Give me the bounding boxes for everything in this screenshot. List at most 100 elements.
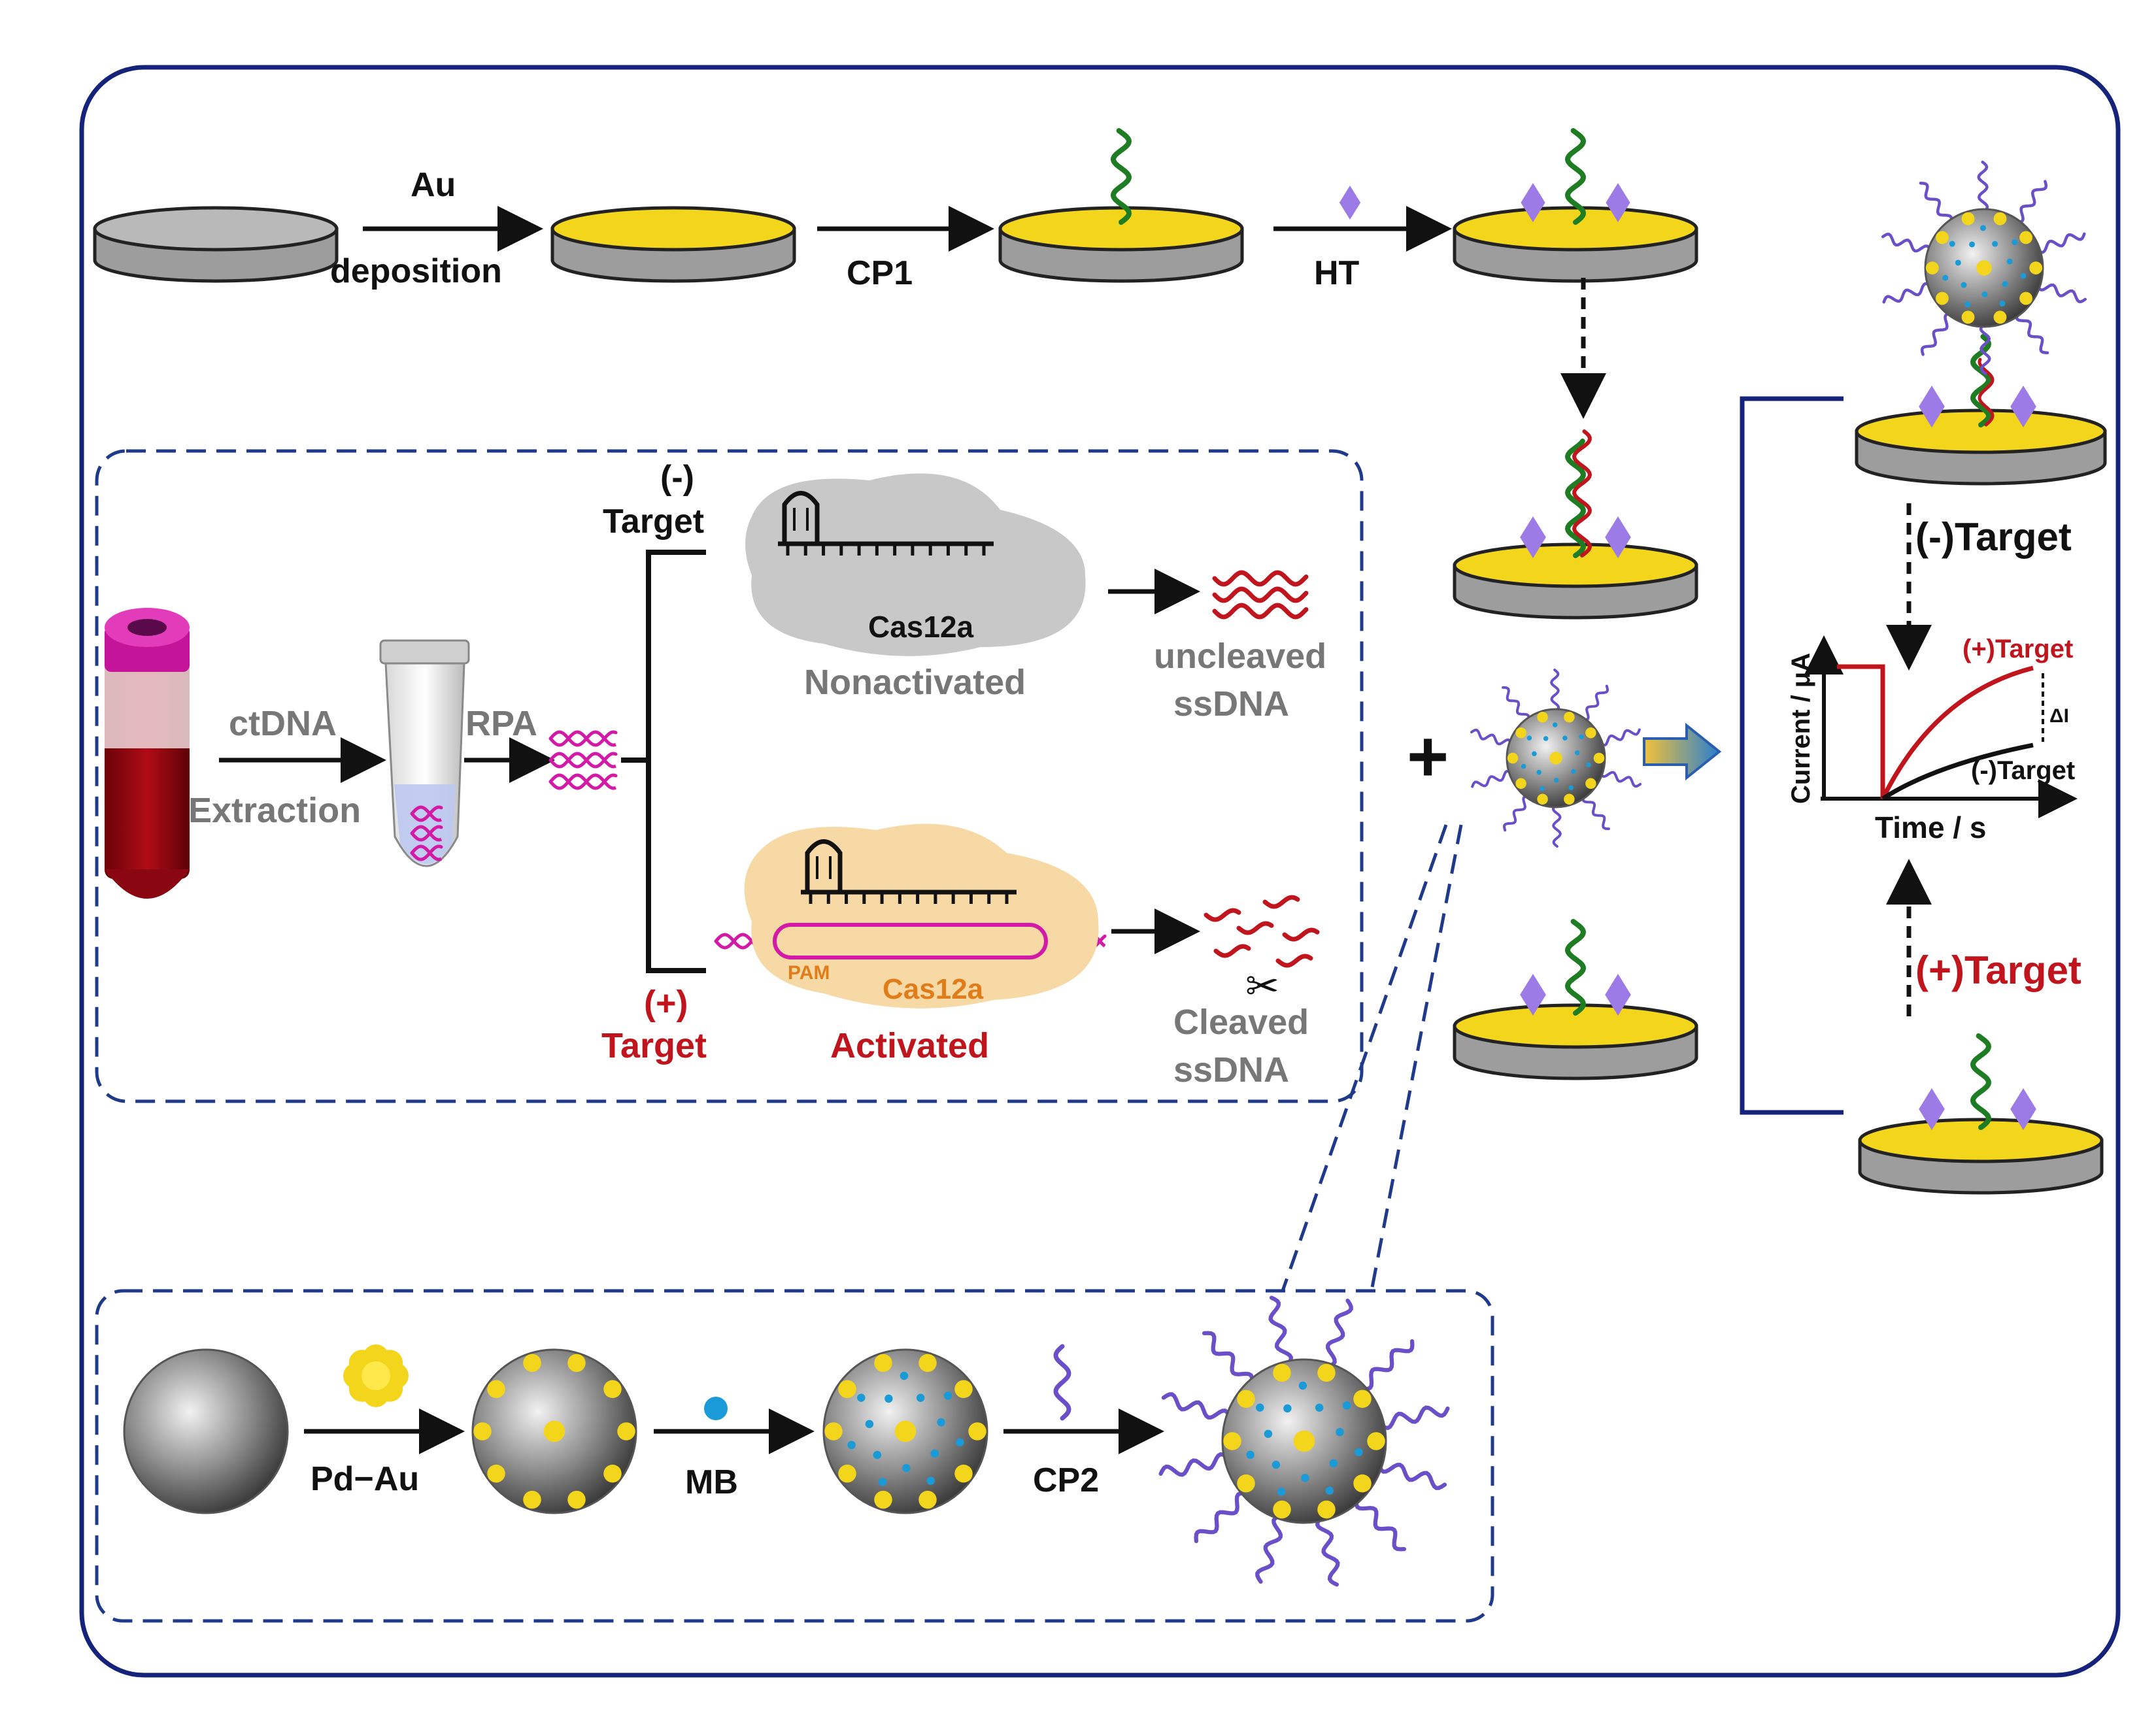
au-label: Au — [411, 166, 456, 204]
cp2-probe — [1979, 322, 1991, 376]
pos-target-curve — [1837, 664, 2034, 800]
cp2-probe — [1551, 803, 1562, 848]
mb-molecule — [1536, 769, 1541, 775]
cp1-strand — [1564, 128, 1587, 225]
uncleaved-label: uncleaved — [1154, 637, 1326, 676]
pd-au-particle — [1317, 1500, 1336, 1519]
pd-au-particle — [1353, 1390, 1372, 1408]
mb-molecule — [943, 1391, 952, 1400]
ssdna-reporter — [1572, 429, 1592, 558]
cp2-strand-icon — [1053, 1344, 1071, 1421]
pd-au-particle — [1961, 212, 1975, 225]
cp1-electrode-disk — [998, 206, 1244, 283]
nonactivated-label: Nonactivated — [804, 663, 1026, 702]
mb-molecule — [857, 1393, 866, 1402]
mb-molecule — [1553, 722, 1558, 727]
cleaved-ssdna-fragment — [1236, 921, 1274, 935]
ht-diamond — [1521, 183, 1545, 222]
mb-molecule — [1325, 1486, 1334, 1495]
cp2-nanoprobe — [1158, 1295, 1450, 1587]
zoom-line-right — [1370, 824, 1463, 1291]
mb-molecule — [1315, 1403, 1324, 1412]
cleaved-ssdna-label: ssDNA — [1173, 1050, 1289, 1090]
pd-au-particle — [874, 1354, 892, 1373]
mb-molecule — [1532, 751, 1537, 757]
target-split-bracket — [621, 550, 706, 973]
cp2-probe — [1581, 794, 1610, 831]
mb-molecule — [916, 1393, 925, 1402]
pd-au-cluster-icon — [343, 1344, 409, 1407]
cp2-probe — [2036, 283, 2087, 303]
pd-au-particle — [1564, 793, 1575, 805]
cp2-probe — [1920, 312, 1953, 356]
cleaved-ssdna-fragment — [1204, 908, 1241, 922]
signal-off-electrode-disk — [1858, 1118, 2104, 1195]
pd-au-particle — [918, 1354, 937, 1373]
pd-au-particle — [487, 1464, 505, 1483]
uncleaved-ssdna-label: ssDNA — [1173, 684, 1289, 724]
cp1-strand — [1970, 1033, 1992, 1130]
pd-au-particle — [1237, 1474, 1255, 1493]
captured-nanoprobe — [1881, 160, 2087, 376]
ctdna-in-tube — [410, 805, 443, 822]
mb-molecule — [1992, 241, 1998, 247]
mb-molecule — [1272, 1460, 1281, 1469]
pd-au-particle — [567, 1490, 586, 1509]
mb-molecule — [1277, 1488, 1286, 1496]
cp2-probe — [2035, 232, 2086, 254]
pd-au-particle — [1515, 778, 1526, 790]
pd-au-particle — [838, 1380, 856, 1399]
cp1-strand — [1564, 919, 1587, 1016]
eppendorf-tube — [379, 639, 470, 867]
mb-molecule — [1999, 300, 2006, 307]
uncleaved-ssdna — [1212, 603, 1309, 620]
zoom-line-left — [1281, 824, 1448, 1291]
cp2-probe — [1919, 182, 1953, 225]
pd-au-particle — [2019, 291, 2032, 305]
pd-au-particle — [1564, 711, 1575, 723]
cleaved-electrode-disk — [1453, 1003, 1698, 1080]
mb-molecule — [1521, 763, 1526, 769]
neg-target-word: Target — [603, 503, 704, 541]
plot-xlabel: Time / s — [1875, 810, 1986, 844]
ht-molecule — [1339, 186, 1361, 220]
bare-electrode-disk — [93, 206, 339, 283]
pd-au-particle — [1925, 261, 1939, 275]
neg-target-curve — [1881, 742, 2034, 801]
pd-au-particle — [918, 1490, 937, 1509]
pd-au-particle — [1273, 1500, 1291, 1519]
ctdna-in-tube — [410, 844, 443, 861]
mesoporous-silica-core — [123, 1348, 289, 1514]
ctdna-in-tube — [411, 825, 442, 842]
cleaved-ssdna-fragment — [1262, 895, 1300, 909]
mb-molecule — [1586, 762, 1591, 767]
mb-dot-icon — [704, 1397, 728, 1420]
rpa-label: RPA — [465, 704, 537, 743]
mb-molecule — [1355, 1448, 1363, 1457]
bare-silica-nanoparticle — [123, 1348, 289, 1514]
rpa-amplicon — [549, 730, 616, 747]
mb-molecule — [1264, 1429, 1273, 1439]
pd-au-particle — [1993, 310, 2007, 324]
cp1-label: CP1 — [847, 254, 913, 292]
mb-molecule — [873, 1450, 882, 1459]
pos-target-sign: (+) — [644, 984, 688, 1023]
cp1-strand — [1564, 439, 1586, 558]
cp2-probe — [1377, 1405, 1450, 1430]
plot-ylabel: Current / μA — [1787, 653, 1815, 804]
uncleaved-ssdna — [1212, 570, 1309, 587]
mb-molecule — [1342, 1401, 1351, 1410]
mb-molecule — [1526, 735, 1532, 741]
cas12a-nonactivated-complex — [745, 473, 1086, 656]
mb-molecule — [1568, 785, 1574, 791]
pd-au-particle — [1223, 1432, 1241, 1450]
current-time-plot — [1804, 635, 2078, 818]
ssdna-reporter — [1978, 358, 1995, 427]
mb-molecule — [1543, 736, 1549, 741]
ht-electrode-disk — [1453, 206, 1698, 283]
pd-au-particle — [617, 1422, 635, 1440]
ht-diamond — [1606, 183, 1630, 222]
pd-au-particle — [1585, 778, 1596, 790]
pd-au-particle — [1237, 1390, 1255, 1408]
